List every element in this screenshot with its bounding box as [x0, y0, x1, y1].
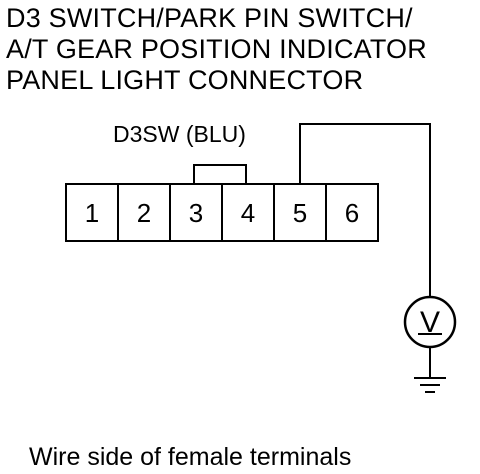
diagram-title: D3 SWITCH/PARK PIN SWITCH/ A/T GEAR POSI… [6, 3, 427, 96]
title-line-2: A/T GEAR POSITION INDICATOR [6, 34, 427, 64]
voltmeter-icon: V [403, 295, 457, 349]
ground-icon [414, 377, 446, 393]
pin-number-3: 3 [189, 198, 203, 228]
voltmeter-symbol: V [420, 306, 440, 339]
pin-cell-6 [325, 183, 379, 242]
connector-pins [65, 183, 379, 242]
pin-number-4: 4 [241, 198, 255, 228]
connector-lock-tab [193, 164, 247, 185]
probe-wire [299, 123, 431, 297]
title-line-3: PANEL LIGHT CONNECTOR [6, 65, 364, 95]
wire-label: D3SW (BLU) [113, 121, 246, 147]
diagram-caption: Wire side of female terminals [29, 443, 352, 471]
pin-number-2: 2 [137, 198, 151, 228]
pin-number-6: 6 [345, 198, 359, 228]
pin-number-5: 5 [293, 198, 307, 228]
title-line-1: D3 SWITCH/PARK PIN SWITCH/ [6, 3, 413, 33]
pin-number-1: 1 [85, 198, 99, 228]
